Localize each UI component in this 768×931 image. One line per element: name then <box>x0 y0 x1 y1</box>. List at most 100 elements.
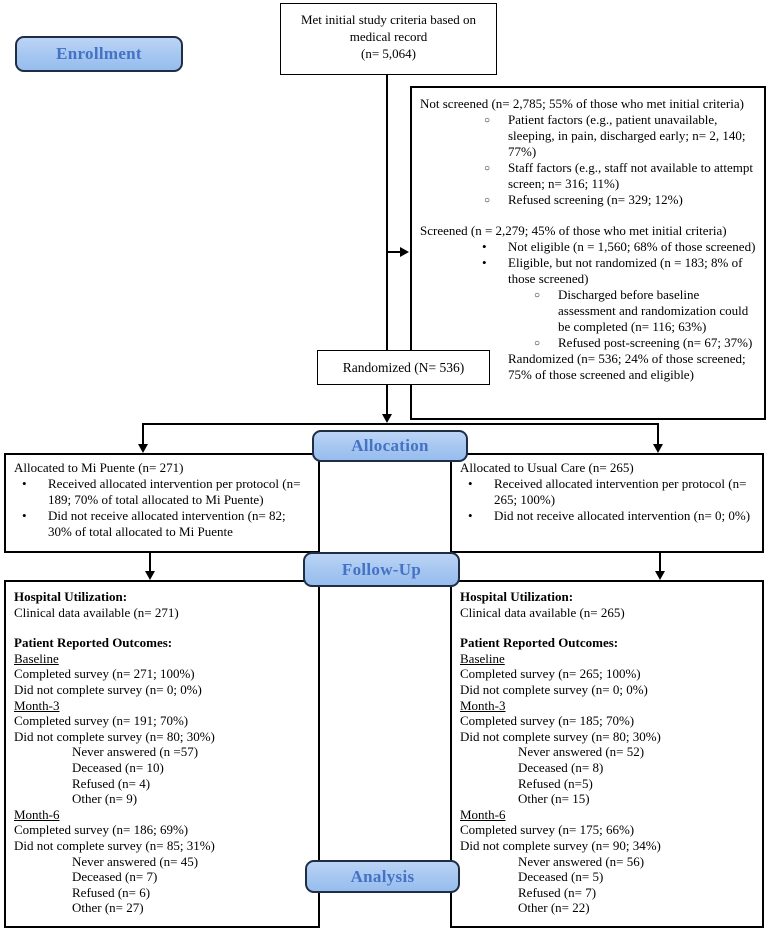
bullet-icon: • <box>482 239 487 254</box>
text-line: Completed survey (n= 265; 100%) <box>460 666 641 682</box>
followup-stage-label: Follow-Up <box>303 552 460 587</box>
arrowhead-right-icon <box>400 247 409 257</box>
text-line: Baseline <box>460 650 505 666</box>
text-line: •Randomized (n= 536; 24% of those screen… <box>420 351 758 383</box>
randomized-box: Randomized (N= 536) <box>317 350 490 385</box>
text-line-content: Refused screening (n= 329; 12%) <box>508 192 683 207</box>
followup-mi-puente-box: Hospital Utilization:Clinical data avail… <box>4 580 320 928</box>
text-line: Other (n= 22) <box>518 900 590 916</box>
text-line: Month-3 <box>460 697 506 713</box>
text-line: Did not complete survey (n= 80; 30%) <box>14 728 215 744</box>
allocation-split-line <box>143 423 659 425</box>
text-line: Month-6 <box>460 806 506 822</box>
text-line: Completed survey (n= 186; 69%) <box>14 822 189 838</box>
text-line-content: Received allocated intervention per prot… <box>48 476 301 507</box>
circle-bullet-icon: ○ <box>534 290 541 301</box>
text-line: Screened (n = 2,279; 45% of those who me… <box>420 223 727 238</box>
right-allocation-arrow-line <box>657 423 659 445</box>
enrollment-label-text: Enrollment <box>56 44 142 63</box>
allocation-label-text: Allocation <box>351 436 429 455</box>
text-line: Refused (n=5) <box>518 775 593 791</box>
analysis-stage-label: Analysis <box>305 860 460 893</box>
text-line: Completed survey (n= 191; 70%) <box>14 713 189 729</box>
text-line: Allocated to Usual Care (n= 265) <box>460 460 634 475</box>
text-line-content: Patient factors (e.g., patient unavailab… <box>508 112 746 159</box>
spine-connector-line <box>386 75 388 415</box>
circle-bullet-icon: ○ <box>484 163 491 174</box>
circle-bullet-icon: ○ <box>534 338 541 349</box>
text-line: Met initial study criteria based on <box>300 12 477 27</box>
bullet-icon: • <box>482 255 487 270</box>
blank-line <box>420 208 758 223</box>
circle-bullet-icon: ○ <box>484 115 491 126</box>
text-line: Other (n= 9) <box>72 791 138 807</box>
text-line: • Eligible, but not randomized (n = 183; … <box>420 255 758 287</box>
text-line-content: Staff factors (e.g., staff not available… <box>508 160 753 191</box>
text-line-content: Received allocated intervention per prot… <box>494 476 747 507</box>
text-line: Did not complete survey (n= 0; 0%) <box>14 681 202 697</box>
allocated-usual-care-box: Allocated to Usual Care (n= 265)•Receive… <box>450 453 764 553</box>
text-line: ○ Refused post-screening (n= 67; 37%) <box>420 335 758 351</box>
arrowhead-down-icon <box>653 444 663 453</box>
screened-connector-line <box>387 251 402 253</box>
text-line-content: Did not receive allocated intervention (… <box>494 508 751 523</box>
arrowhead-down-icon <box>138 444 148 453</box>
bullet-icon: • <box>22 476 27 491</box>
bullet-icon: • <box>468 476 473 491</box>
text-line: Hospital Utilization: <box>14 589 128 604</box>
randomized-box-text: Randomized (N= 536) <box>342 359 465 375</box>
analysis-label-text: Analysis <box>350 866 415 886</box>
text-line: Never answered (n= 45) <box>72 853 199 869</box>
text-line: Never answered (n =57) <box>72 744 199 760</box>
text-line: Patient Reported Outcomes: <box>14 635 173 651</box>
text-line-content: Discharged before baseline assessment an… <box>558 287 749 334</box>
blank-line <box>460 620 756 635</box>
text-line: Refused (n= 7) <box>518 884 597 900</box>
text-line: medical record <box>349 29 428 44</box>
right-followup-arrow-line <box>659 553 661 572</box>
text-line: Month-3 <box>14 697 60 713</box>
text-line: Completed survey (n= 185; 70%) <box>460 713 635 729</box>
text-line: Deceased (n= 5) <box>518 869 604 885</box>
text-line: Hospital Utilization: <box>460 589 574 604</box>
text-line-content: Refused post-screening (n= 67; 37%) <box>558 335 753 350</box>
text-line: Did not complete survey (n= 80; 30%) <box>460 728 661 744</box>
followup-label-text: Follow-Up <box>341 559 422 579</box>
bullet-icon: • <box>22 508 27 523</box>
text-line: •Did not receive allocated intervention … <box>14 508 312 540</box>
initial-criteria-box: Met initial study criteria based on medic… <box>280 3 497 75</box>
text-line: ○ Staff factors (e.g., staff not availabl… <box>420 160 758 192</box>
enrollment-stage-label: Enrollment <box>15 36 183 72</box>
text-line: Did not complete survey (n= 0; 0%) <box>460 681 648 697</box>
text-line-content: Eligible, but not randomized (n = 183; 8… <box>508 255 743 286</box>
left-followup-arrow-line <box>149 553 151 572</box>
text-line: ○ Patient factors (e.g., patient unavaila… <box>420 112 758 160</box>
text-line: Completed survey (n= 271; 100%) <box>14 666 195 682</box>
text-line: Patient Reported Outcomes: <box>460 635 619 651</box>
arrowhead-down-icon <box>145 571 155 580</box>
text-line: Clinical data available (n= 271) <box>14 604 179 620</box>
text-line: Completed survey (n= 175; 66%) <box>460 822 635 838</box>
text-line: Never answered (n= 56) <box>518 853 645 869</box>
text-line-content: Randomized (n= 536; 24% of those screene… <box>508 351 746 382</box>
text-line: Baseline <box>14 650 59 666</box>
bullet-icon: • <box>468 508 473 523</box>
text-line: Did not complete survey (n= 90; 34%) <box>460 837 661 853</box>
circle-bullet-icon: ○ <box>484 195 491 206</box>
text-line: • Received allocated intervention per pro… <box>460 476 756 508</box>
text-line: Never answered (n= 52) <box>518 744 645 760</box>
text-line: Refused (n= 4) <box>72 775 151 791</box>
allocated-mi-puente-box: Allocated to Mi Puente (n= 271)•Received… <box>4 453 320 553</box>
text-line: (n= 5,064) <box>361 46 416 61</box>
text-line: Month-6 <box>14 806 60 822</box>
text-line-content: Not eligible (n = 1,560; 68% of those sc… <box>508 239 756 254</box>
followup-usual-care-box: Hospital Utilization:Clinical data avail… <box>450 580 764 928</box>
text-line: Other (n= 27) <box>72 900 144 916</box>
text-line: ○ Discharged before baseline assessment a… <box>420 287 758 335</box>
text-line: Deceased (n= 10) <box>72 759 164 775</box>
text-line: Not screened (n= 2,785; 55% of those who… <box>420 96 744 111</box>
text-line: • Not eligible (n = 1,560; 68% of those s… <box>420 239 758 255</box>
arrowhead-down-icon <box>655 571 665 580</box>
allocation-stage-label: Allocation <box>312 430 468 462</box>
